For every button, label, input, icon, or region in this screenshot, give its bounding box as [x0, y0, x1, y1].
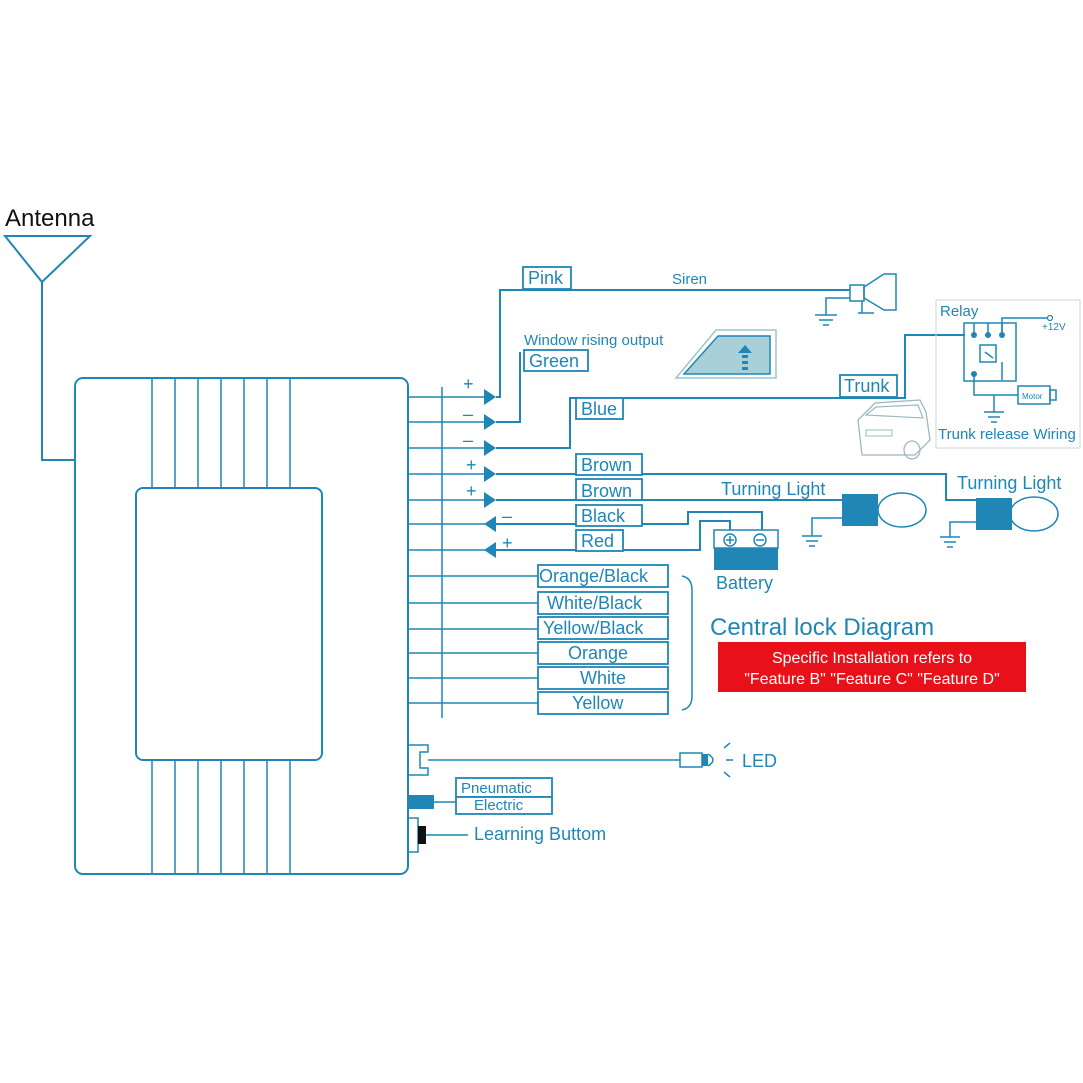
- turning-light-label-1: Turning Light: [721, 479, 825, 499]
- wire-label-brown-2: Brown: [581, 481, 632, 501]
- learning-button-icon: [407, 817, 419, 853]
- wire-label-orange: Orange: [568, 643, 628, 663]
- wire-label-orange-black: Orange/Black: [539, 566, 649, 586]
- relay-icon: [963, 314, 1054, 396]
- bracket: [681, 575, 693, 711]
- notice-box: Specific Installation refers to "Feature…: [718, 642, 1026, 692]
- antenna-icon: [2, 235, 93, 284]
- turning-light-circuit: Brown Brown Turning Light Turning Light: [496, 453, 1061, 548]
- polarity-sign: –: [502, 506, 512, 526]
- antenna-cable: [41, 282, 75, 461]
- led-circuit: LED: [408, 742, 777, 778]
- siren-icon: [849, 273, 897, 314]
- arrow-right-icon: [484, 466, 496, 482]
- control-module: [74, 377, 443, 875]
- arrow-right-icon: [484, 440, 496, 456]
- ground-icon: [815, 297, 850, 326]
- mode-switch: Pneumatic Electric: [408, 777, 553, 815]
- plus-12v-label: +12V: [1042, 322, 1066, 333]
- led-label: LED: [742, 751, 777, 771]
- ground-icon: [984, 395, 1004, 423]
- led-icon: [679, 742, 733, 778]
- polarity-sign: +: [466, 481, 477, 501]
- trunk-circuit: Blue Trunk Relay +12V M: [496, 299, 1081, 460]
- wire-label-yellow: Yellow: [572, 693, 624, 713]
- wire-label-black: Black: [581, 506, 626, 526]
- wire-label-blue: Blue: [581, 399, 617, 419]
- battery-icon: [713, 529, 779, 570]
- wire-label-red: Red: [581, 531, 614, 551]
- arrow-right-icon: [484, 389, 496, 405]
- antenna-label: Antenna: [5, 205, 95, 232]
- output-pins: + – – + + – +: [408, 374, 538, 704]
- motor-label: Motor: [1022, 392, 1043, 401]
- battery-label: Battery: [716, 573, 773, 593]
- polarity-sign: –: [463, 404, 473, 424]
- notice-line-1: Specific Installation refers to: [772, 650, 972, 667]
- polarity-sign: +: [466, 455, 477, 475]
- turning-light-icon: [976, 496, 1059, 532]
- wire-label-white-black: White/Black: [547, 593, 643, 613]
- window-icon: [674, 329, 777, 379]
- polarity-sign: –: [463, 430, 473, 450]
- wire-label-brown-1: Brown: [581, 455, 632, 475]
- arrow-left-icon: [484, 542, 496, 558]
- ground-icon: [802, 517, 842, 547]
- car-trunk-icon: [857, 399, 931, 460]
- siren-label: Siren: [672, 271, 707, 288]
- wire-label-white: White: [580, 668, 626, 688]
- wire-label-pink: Pink: [528, 268, 564, 288]
- learning-button-group: Learning Buttom: [407, 817, 606, 853]
- polarity-sign: +: [463, 374, 474, 394]
- wire-label-green: Green: [529, 351, 579, 371]
- trunk-release-label: Trunk release Wiring: [938, 426, 1076, 443]
- turning-light-icon: [842, 492, 927, 528]
- central-lock-wires: Orange/Black White/Black Yellow/Black Or…: [537, 564, 693, 715]
- central-lock-title: Central lock Diagram: [710, 614, 934, 641]
- polarity-sign: +: [502, 533, 513, 553]
- siren-circuit: Pink Siren: [496, 266, 897, 398]
- electric-label: Electric: [474, 797, 524, 814]
- wire-label-yellow-black: Yellow/Black: [543, 618, 644, 638]
- window-rising-label: Window rising output: [524, 332, 664, 349]
- arrow-left-icon: [484, 516, 496, 532]
- relay-label: Relay: [940, 303, 979, 320]
- power-circuit: Black Red Battery: [496, 504, 779, 593]
- learning-button-label: Learning Buttom: [474, 824, 606, 844]
- ground-icon: [940, 521, 976, 548]
- notice-line-2: "Feature B" "Feature C" "Feature D": [744, 671, 1000, 688]
- motor-icon: Motor: [1017, 385, 1057, 405]
- window-circuit: Window rising output Green: [496, 329, 777, 423]
- arrow-right-icon: [484, 492, 496, 508]
- wire-label-trunk: Trunk: [844, 376, 890, 396]
- turning-light-label-2: Turning Light: [957, 473, 1061, 493]
- pneumatic-label: Pneumatic: [461, 780, 532, 797]
- arrow-right-icon: [484, 414, 496, 430]
